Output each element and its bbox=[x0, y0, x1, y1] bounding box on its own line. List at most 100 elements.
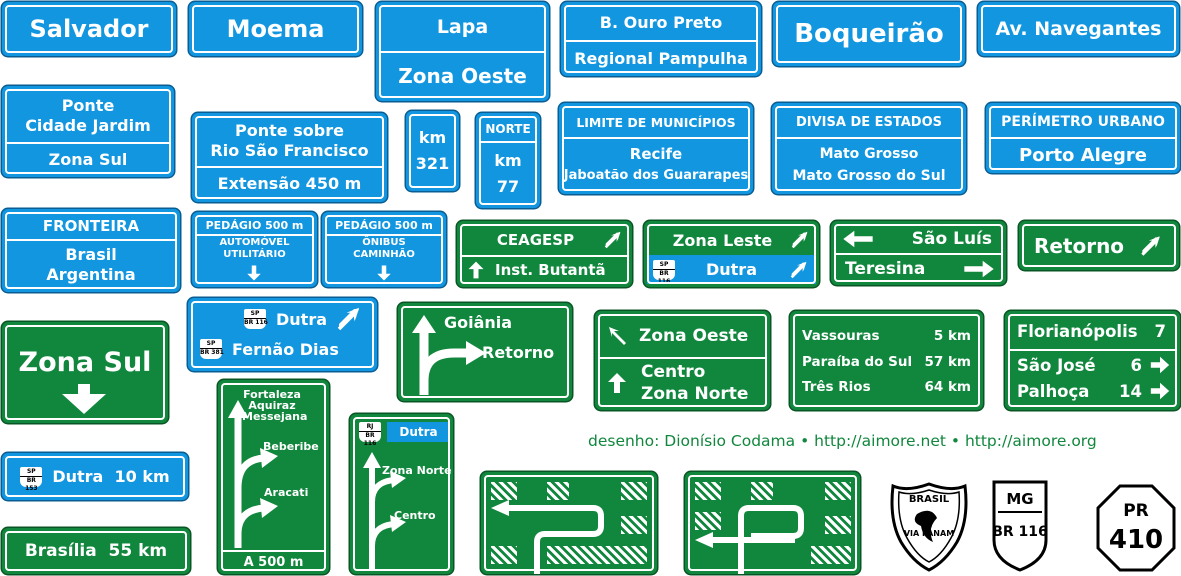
text-rio: Rio São Francisco bbox=[210, 141, 369, 160]
shield-label-route: VIA PANAM bbox=[904, 529, 954, 538]
arrow-right-icon bbox=[962, 258, 996, 280]
hatched-area bbox=[547, 546, 647, 564]
text-zona-norte: Zona Norte bbox=[641, 384, 749, 404]
sign-retorno: Retorno bbox=[1019, 221, 1179, 270]
text-dutra: Dutra bbox=[387, 422, 450, 442]
text-florianopolis: Florianópolis bbox=[1017, 321, 1138, 341]
arrow-up-icon bbox=[465, 260, 487, 280]
sign-line: NORTE bbox=[485, 122, 531, 136]
arrow-up-right-icon bbox=[334, 304, 364, 334]
return-route-icon bbox=[695, 505, 804, 574]
divider bbox=[195, 234, 314, 236]
sign-zona-sul-big: Zona Sul bbox=[2, 322, 168, 423]
divider bbox=[221, 550, 326, 552]
shield-label-state: MG bbox=[1006, 490, 1033, 508]
arrow-down-icon bbox=[62, 384, 106, 414]
text-distance: 57 km bbox=[924, 354, 971, 370]
distance-row: Paraíba do Sul 57 km bbox=[802, 351, 971, 373]
sign-line: CEAGESP bbox=[469, 226, 624, 254]
text-retorno: Retorno bbox=[1033, 233, 1125, 258]
divider bbox=[775, 137, 963, 139]
hatched-area bbox=[621, 482, 647, 500]
sign-text: Salvador bbox=[29, 15, 149, 43]
text-argentina: Argentina bbox=[46, 265, 136, 284]
divider bbox=[1008, 349, 1177, 351]
sign-line: DIVISA DE ESTADOS bbox=[795, 114, 943, 130]
text-place: Paraíba do Sul bbox=[802, 354, 913, 370]
text-palhoca: Palhoça bbox=[1017, 381, 1090, 401]
text-place: Vassouras bbox=[802, 328, 880, 344]
shield-label-route: BR 116 bbox=[992, 524, 1048, 540]
text-ponte: Ponte bbox=[61, 96, 115, 115]
sign-km-321: km 321 bbox=[406, 111, 459, 191]
hatched-area bbox=[751, 482, 773, 500]
hatched-area bbox=[825, 482, 851, 500]
text-fortaleza: Fortaleza bbox=[243, 388, 301, 401]
text-aquiraz: Aquiraz bbox=[248, 399, 296, 412]
text-ponte-sobre: Ponte sobre bbox=[235, 121, 344, 140]
sign-line: Zona Sul bbox=[48, 149, 128, 169]
text-beberibe: Beberibe bbox=[263, 440, 319, 453]
text-cidade-jardim: Cidade Jardim bbox=[25, 116, 151, 135]
arrow-right-icon bbox=[1150, 382, 1170, 400]
text-retorno: Retorno bbox=[482, 343, 555, 362]
divider bbox=[5, 142, 171, 144]
sign-line: Teresina bbox=[845, 255, 996, 283]
shield-label-state: PR bbox=[1123, 501, 1149, 521]
sign-line: Palhoça 14 bbox=[1017, 379, 1172, 403]
text-km: km bbox=[418, 128, 447, 147]
sign-lapa: Lapa Zona Oeste bbox=[376, 2, 549, 101]
text-km: km bbox=[494, 151, 522, 170]
arrow-left-icon bbox=[841, 228, 875, 250]
credit-text: desenho: Dionísio Codama • http://aimore… bbox=[588, 432, 1097, 450]
shield-route: BR 153 bbox=[20, 475, 43, 493]
arrow-up-right-icon bbox=[1138, 233, 1164, 259]
pr-410-shield-icon: PR 410 bbox=[1096, 484, 1176, 572]
sign-boqueirao: Boqueirão bbox=[773, 2, 965, 66]
text-mt: Mato Grosso bbox=[819, 146, 919, 162]
text-km-value: 321 bbox=[415, 154, 450, 173]
sign-goiania-retorno: Goiânia Retorno bbox=[398, 303, 572, 401]
fork-arrow-icon bbox=[412, 315, 486, 395]
return-route-icon bbox=[491, 500, 604, 574]
text-ceagesp: CEAGESP bbox=[496, 231, 575, 249]
sign-line: PEDÁGIO 500 m bbox=[205, 218, 304, 232]
shield-label-country: BRASIL bbox=[909, 494, 950, 505]
divider bbox=[598, 357, 767, 359]
sign-salvador: Salvador bbox=[2, 2, 176, 56]
text-centro: Centro bbox=[394, 509, 436, 522]
divider bbox=[564, 40, 758, 42]
text-brasil: Brasil bbox=[65, 245, 117, 264]
text-brasilia: Brasília 55 km bbox=[24, 541, 168, 561]
text-zona-leste: Zona Leste bbox=[672, 230, 773, 250]
distance-with-arrow: 6 bbox=[1131, 354, 1172, 376]
hatched-area bbox=[811, 546, 851, 564]
shield-state: RJ bbox=[366, 423, 374, 430]
hatched-area bbox=[695, 482, 721, 500]
arrow-up-right-icon bbox=[788, 259, 810, 281]
divider bbox=[834, 253, 1003, 255]
text-aracati: Aracati bbox=[264, 486, 309, 499]
via-panam-shield-icon: BRASIL VIA PANAM bbox=[890, 482, 968, 572]
divider bbox=[562, 137, 750, 139]
text-distance: 14 bbox=[1119, 381, 1142, 401]
